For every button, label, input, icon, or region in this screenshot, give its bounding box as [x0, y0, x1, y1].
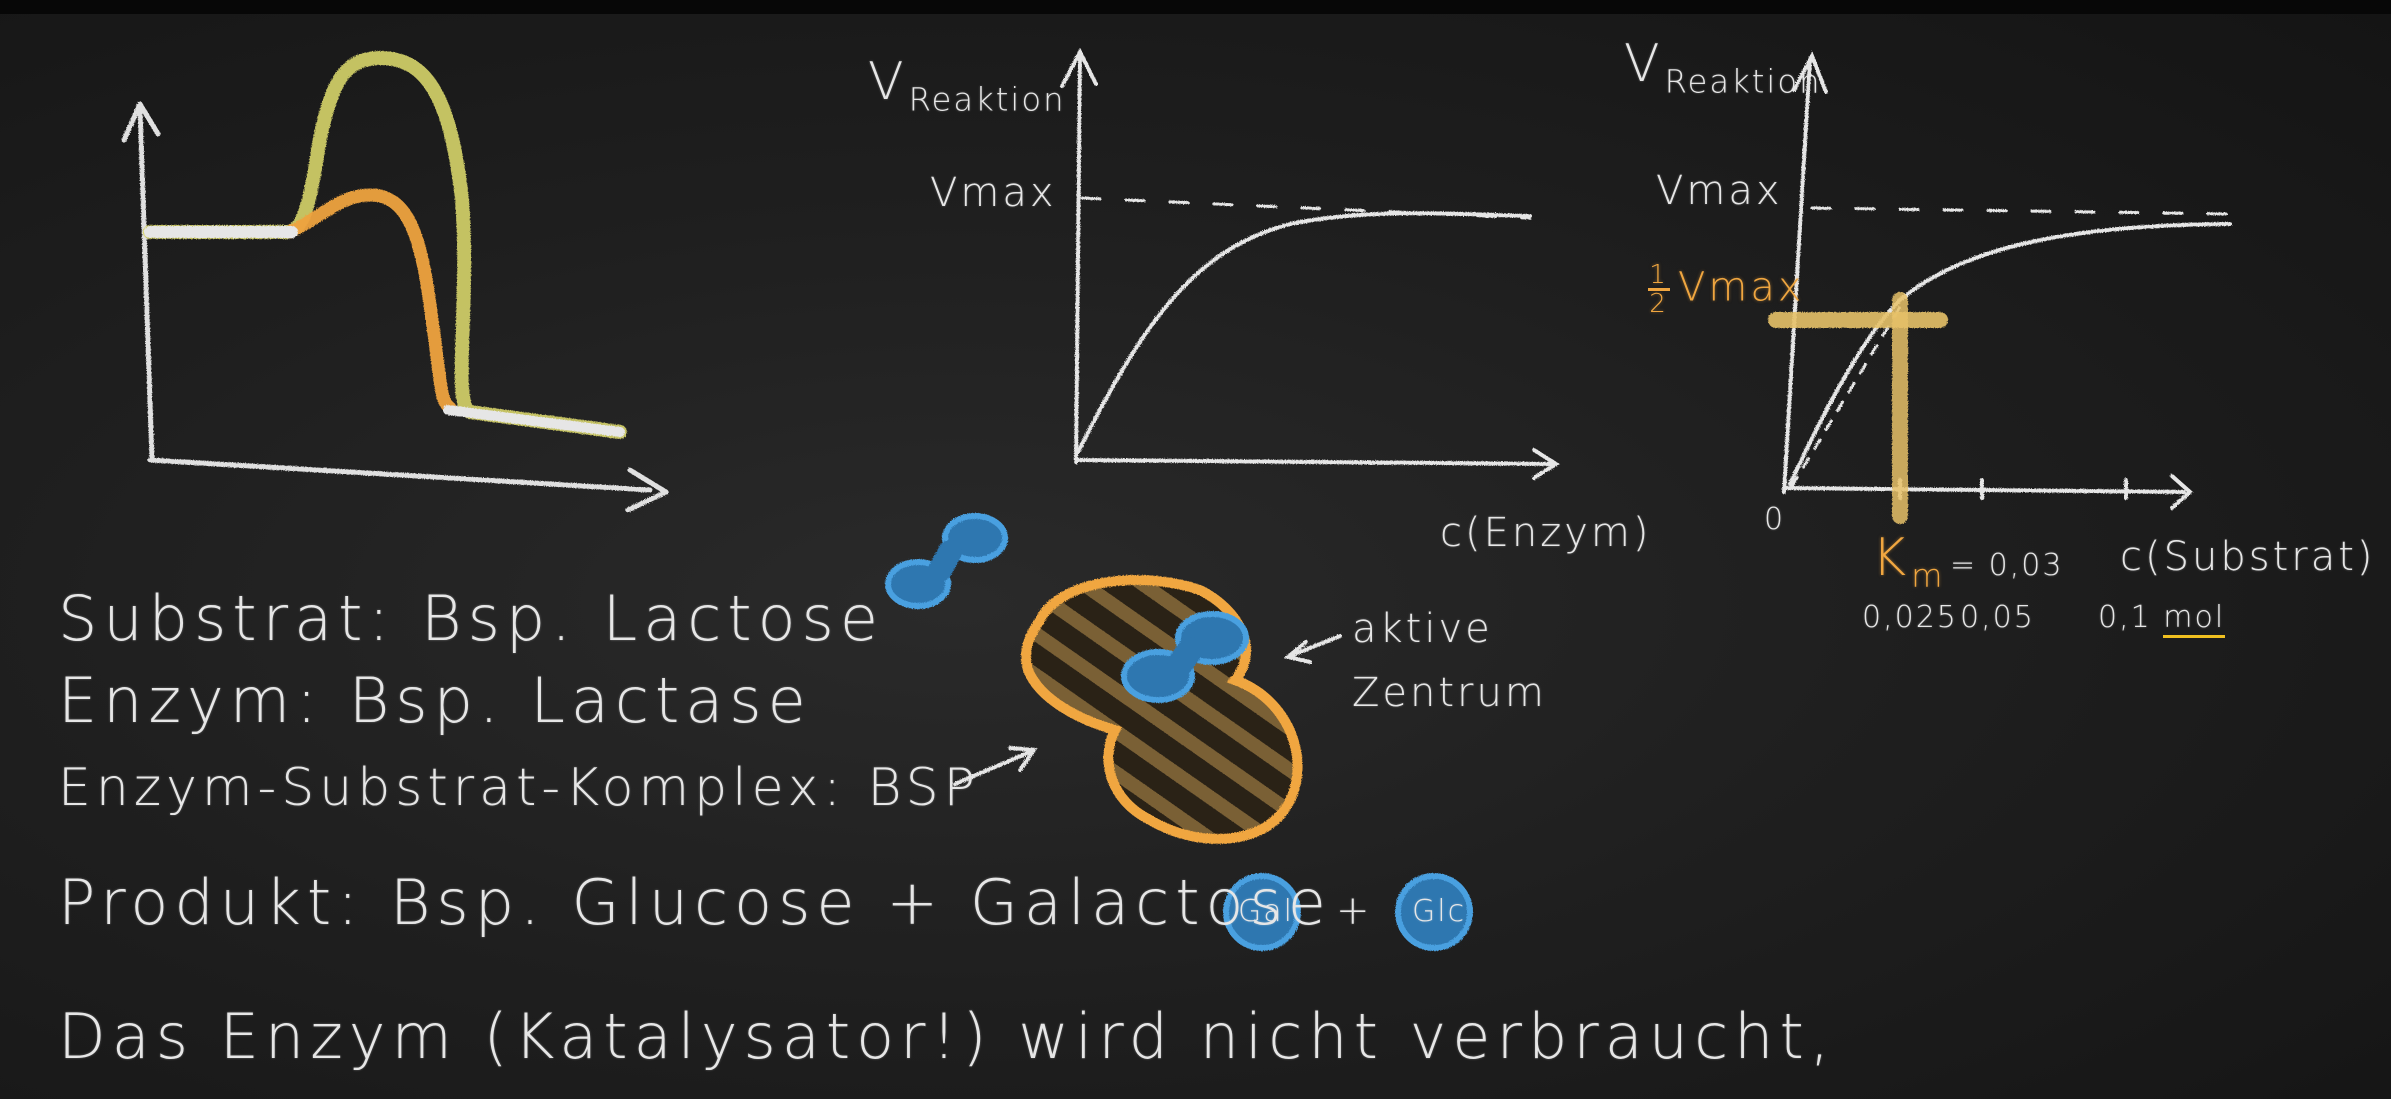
glucose-molecule	[1395, 873, 1473, 951]
product-molecules	[1223, 873, 1473, 951]
enzyme-substrate-complex	[1020, 575, 1303, 844]
board-frame	[0, 0, 2391, 14]
glucose-label: Glc	[1412, 894, 1467, 929]
note-complex: Enzym-Substrat-Komplex: BSP	[58, 758, 980, 818]
mm-graph-km-value: = 0,03	[1950, 548, 2064, 583]
enzyme-graph-x-axis	[1074, 458, 1554, 466]
mm-graph-km-label: Km	[1872, 528, 1945, 595]
enzyme-graph-vmax-label: Vmax	[930, 170, 1057, 216]
note-substrate: Substrat: Bsp. Lactose	[58, 582, 884, 655]
energy-end-level	[443, 405, 625, 437]
enzyme-concentration-graph	[1060, 47, 1560, 480]
galactose-label: Gal	[1238, 894, 1294, 929]
plus-sign: +	[1336, 888, 1373, 934]
mm-graph-vmax-line	[1810, 206, 2232, 216]
enzyme-graph-y-axis	[1074, 54, 1082, 464]
mm-graph-x-label: c(Substrat)	[2120, 534, 2376, 580]
enzyme-body	[1020, 575, 1303, 844]
active-site-label-1: aktive	[1352, 606, 1493, 652]
annotation-arrows	[953, 634, 1342, 786]
active-site-arrow-head	[1283, 640, 1312, 664]
energy-curve-uncatalysed	[143, 51, 627, 439]
enzyme-graph-y-arrow	[1060, 47, 1098, 88]
bsp-arrow-head	[1008, 746, 1038, 772]
note-enzyme: Enzym: Bsp. Lactase	[58, 664, 812, 737]
energy-curve-catalysed	[283, 188, 457, 415]
note-conclusion: Das Enzym (Katalysator!) wird nicht verb…	[58, 1000, 1836, 1073]
mm-graph-y-arrow	[1792, 51, 1828, 94]
mm-graph-tick-label-3: 0,1 mol	[2098, 600, 2226, 638]
enzyme-graph-x-label: c(Enzym)	[1440, 510, 1652, 556]
mm-graph-x-arrow	[2170, 474, 2194, 510]
mm-graph-tick-label-2: 0,05	[1960, 600, 2035, 635]
mm-graph-y-label: VReaktion	[1624, 34, 1822, 101]
energy-diagram-y-axis	[137, 105, 155, 463]
active-site-arrow	[1288, 634, 1342, 658]
note-product: Produkt: Bsp. Glucose + Galactose	[58, 866, 1332, 939]
energy-diagram-x-axis	[147, 457, 653, 493]
mm-graph-curve	[1788, 222, 2232, 486]
enzyme-graph-vmax-line	[1080, 196, 1532, 220]
galactose-molecule	[1223, 873, 1301, 951]
mm-graph-tick-label-1: 0,025	[1862, 600, 1958, 635]
bound-substrate	[1121, 611, 1249, 703]
mm-graph-y-axis	[1782, 58, 1812, 494]
mm-graph-vmax-label: Vmax	[1656, 168, 1783, 214]
energy-diagram-x-arrow	[625, 467, 669, 513]
michaelis-menten-graph	[1768, 51, 2232, 524]
enzyme-graph-curve	[1076, 211, 1532, 454]
active-site-label-2: Zentrum	[1352, 670, 1547, 716]
enzyme-graph-x-arrow	[1532, 448, 1560, 480]
lactose-molecule	[885, 513, 1008, 609]
energy-diagram	[121, 51, 669, 513]
energy-diagram-y-arrow	[121, 101, 161, 143]
enzyme-graph-y-label: VReaktion	[868, 52, 1066, 119]
bsp-arrow	[953, 750, 1032, 786]
mm-graph-half-vmax-label: 1 2 Vmax	[1648, 260, 1805, 319]
mm-graph-origin: 0	[1764, 502, 1786, 537]
